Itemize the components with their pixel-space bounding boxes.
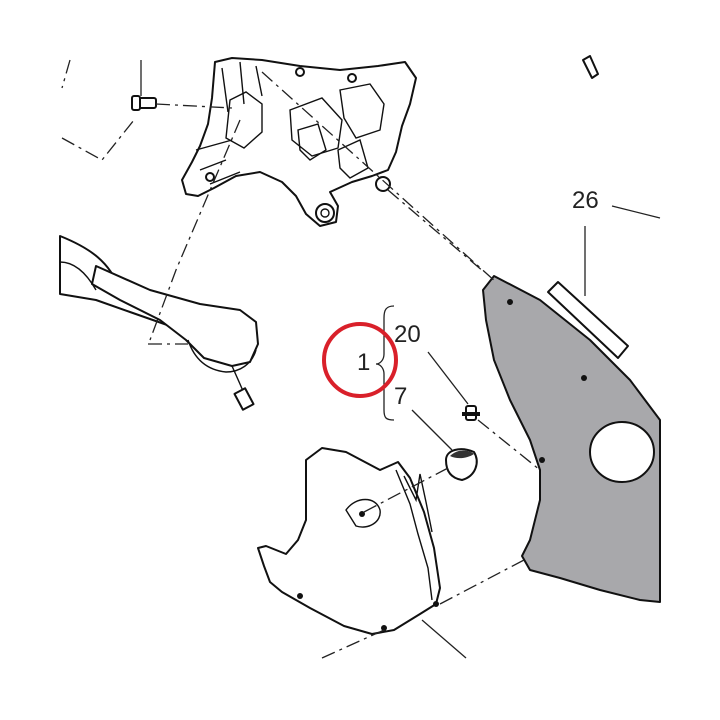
bolt-head	[131, 95, 141, 111]
highlight-ring	[322, 322, 398, 398]
group-bracket	[375, 305, 395, 421]
bracket-window-right	[339, 83, 385, 139]
mount-hole-top	[295, 67, 305, 77]
callout-part-7: 7	[394, 383, 407, 410]
bracket-inner-right	[337, 139, 369, 179]
mount-hole-left	[205, 172, 215, 182]
inner-fairing-rivet-1	[297, 593, 303, 599]
inner-fairing-hole	[359, 511, 365, 517]
assembly-line-screw	[477, 419, 541, 471]
small-clip-part	[582, 55, 599, 79]
inner-fairing-rib	[395, 469, 433, 601]
inner-fairing-rivet-2	[381, 625, 387, 631]
mirror-stem-edge	[59, 261, 97, 291]
assembly-line-lower	[439, 559, 525, 605]
bracket-inner-left	[297, 123, 327, 161]
inner-fairing-flange	[403, 473, 433, 533]
assembly-line-bolt-left	[61, 119, 135, 161]
screw-flange	[462, 412, 480, 416]
mirror-connector	[233, 387, 255, 411]
bracket-edges	[195, 139, 241, 185]
decal-strip	[547, 205, 661, 359]
fairing-hole	[589, 421, 655, 483]
fairing-side-panel	[482, 275, 661, 603]
cap-part-7	[411, 409, 478, 481]
frame-bracket-assembly	[181, 57, 417, 227]
assembly-line-mirror	[149, 119, 241, 341]
mirror-housing	[91, 265, 259, 367]
mount-hole-lower-inner	[320, 208, 330, 218]
fairing-panel-body	[482, 275, 661, 603]
cap-leader	[411, 409, 453, 451]
mirror-assembly	[59, 235, 259, 411]
callout-part-1: 1	[357, 349, 370, 376]
callout-part-26: 26	[572, 187, 599, 214]
assembly-lines	[61, 59, 541, 659]
mirror-rim	[187, 339, 257, 373]
decal-strip-shape	[547, 281, 629, 359]
inner-fairing-mount-pad	[345, 498, 381, 528]
callout-group: 1 20 7 26	[322, 187, 599, 421]
inner-fairing-rivet-3	[433, 601, 439, 607]
inner-fairing-body	[257, 447, 441, 635]
assembly-line-top-left	[61, 59, 71, 89]
assembly-line-cap	[363, 467, 449, 513]
bracket-studs	[221, 61, 263, 113]
screw-part-20	[427, 351, 480, 421]
decal-leader-label	[611, 205, 661, 219]
assembly-line-bottom	[321, 629, 385, 659]
assembly-line-fairing-mid	[387, 189, 485, 273]
bracket-window-left	[289, 97, 343, 157]
assembly-line-fairing-top	[261, 71, 497, 283]
inner-fairing	[257, 447, 441, 635]
bracket-left-rib	[225, 91, 263, 149]
callout-part-20: 20	[394, 321, 421, 348]
screw-leader	[427, 351, 469, 405]
mount-hole-lower	[315, 203, 335, 223]
fairing-rivet-3	[539, 457, 545, 463]
leader-bottom-right	[421, 619, 467, 659]
cap-top	[450, 450, 474, 459]
fairing-rivet-2	[581, 375, 587, 381]
bolt-fastener	[131, 60, 157, 111]
assembly-line-bolt	[155, 103, 233, 109]
mount-hole-top-right	[347, 73, 357, 83]
fairing-rivet-1	[507, 299, 513, 305]
mount-hole-right	[375, 176, 391, 192]
